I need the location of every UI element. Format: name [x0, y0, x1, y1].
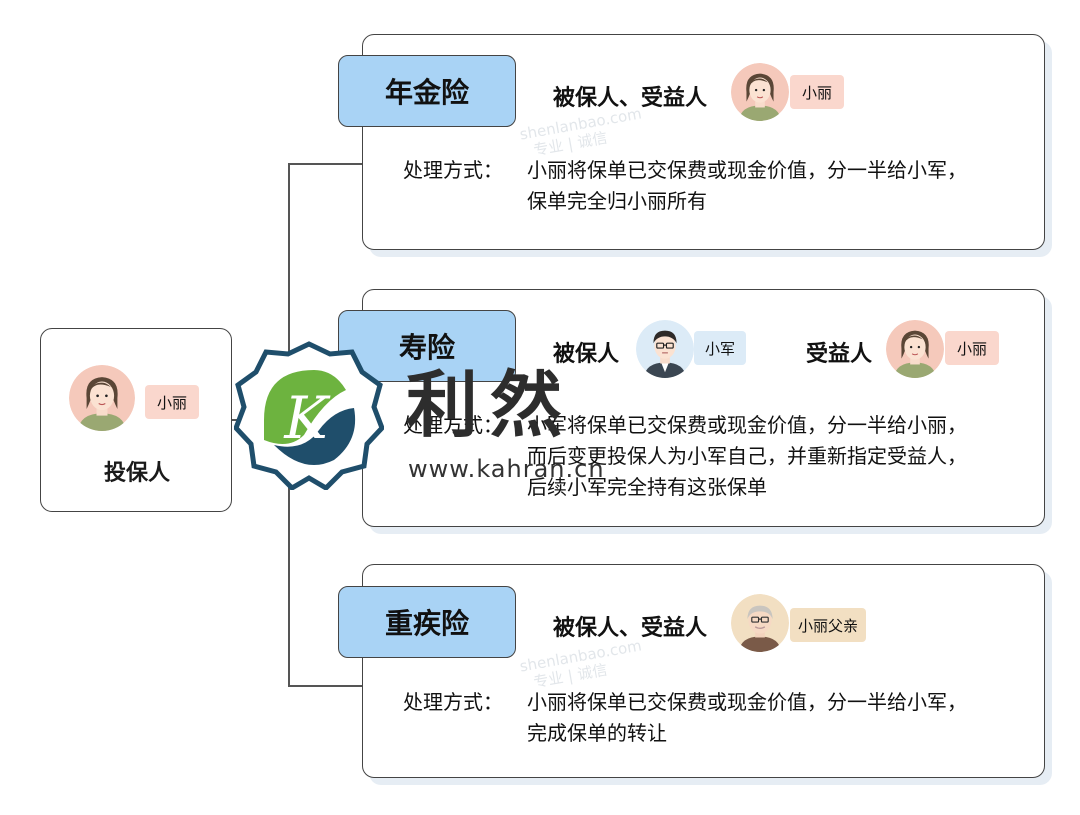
name-badge: 小丽 — [790, 75, 844, 109]
method-text: 小丽将保单已交保费或现金价值，分一半给小军， 保单完全归小丽所有 — [527, 158, 967, 213]
watermark-brand-url: www.kahran.cn — [408, 455, 605, 483]
watermark-brand-cn: 利然 — [406, 362, 575, 447]
woman-avatar-icon — [731, 63, 789, 121]
policyholder-node: 小丽 投保人 — [40, 328, 232, 512]
elderly-man-avatar-icon — [731, 594, 789, 652]
role-insured-beneficiary: 被保人、受益人 — [553, 616, 708, 641]
woman-avatar-icon — [886, 320, 944, 378]
card-annuity: shenlanbao.com 专业 | 诚信 处理方式： 小丽将保单已交保费或现… — [362, 34, 1045, 250]
woman-avatar-icon — [69, 365, 135, 431]
connector-branch-critical — [288, 685, 363, 687]
svg-text:K: K — [283, 384, 331, 452]
tag-critical-illness: 重疾险 — [338, 586, 516, 658]
name-badge: 小丽父亲 — [790, 608, 866, 642]
method-label: 处理方式： — [403, 158, 503, 182]
method-text: 小军将保单已交保费或现金价值，分一半给小丽， 而后变更投保人为小军自己，并重新指… — [527, 413, 967, 499]
name-badge: 小军 — [694, 331, 746, 365]
kahran-logo: K — [233, 340, 385, 492]
policyholder-label: 投保人 — [103, 461, 170, 486]
role-insured-beneficiary: 被保人、受益人 — [553, 86, 708, 111]
man-glasses-avatar-icon — [636, 320, 694, 378]
name-badge: 小丽 — [945, 331, 999, 365]
tag-annuity: 年金险 — [338, 55, 516, 127]
connector-branch-annuity — [288, 163, 363, 165]
tag-life: 寿险 — [338, 310, 516, 382]
role-insured: 被保人 — [553, 342, 620, 367]
method-label: 处理方式： — [403, 413, 503, 437]
method-text: 小丽将保单已交保费或现金价值，分一半给小军， 完成保单的转让 — [527, 690, 967, 745]
policyholder-name-badge: 小丽 — [145, 385, 199, 419]
method-label: 处理方式： — [403, 690, 503, 714]
role-beneficiary: 受益人 — [806, 342, 873, 367]
